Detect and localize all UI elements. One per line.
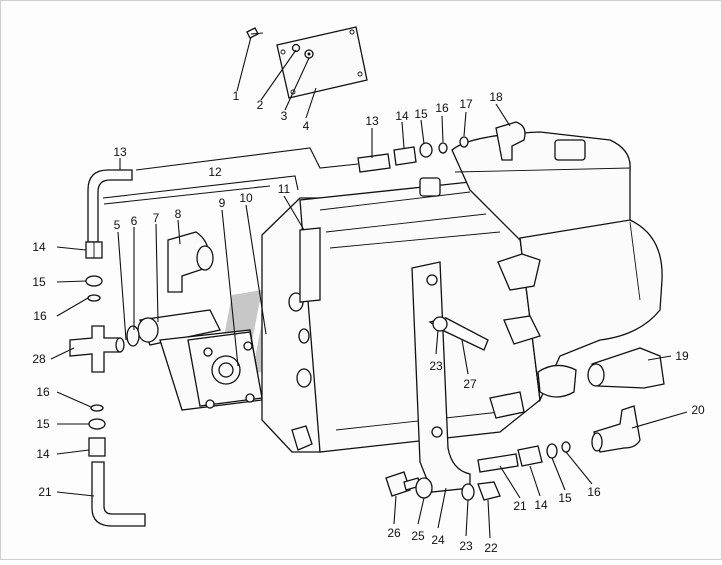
callout-14-lower: 14 bbox=[534, 498, 548, 512]
ferrule-15-bottom bbox=[88, 418, 106, 430]
elbow-20 bbox=[593, 405, 641, 453]
pin-1 bbox=[246, 27, 259, 39]
nut-14-lower bbox=[517, 445, 543, 467]
callout-18: 18 bbox=[489, 90, 503, 104]
callout-14-left-bottom: 14 bbox=[36, 447, 50, 461]
callout-labels: 1 2 3 4 5 6 7 8 9 10 11 12 13 13 14 14 1… bbox=[32, 89, 705, 555]
callout-5: 5 bbox=[114, 218, 121, 232]
ferrule-15-lower bbox=[546, 443, 558, 459]
callout-13-right: 13 bbox=[365, 114, 379, 128]
reservoir-cap bbox=[554, 139, 586, 161]
callout-1: 1 bbox=[233, 89, 240, 103]
callout-16-upper: 16 bbox=[435, 101, 449, 115]
callout-20: 20 bbox=[691, 403, 705, 417]
callout-16-left-top: 16 bbox=[33, 309, 47, 323]
bolt-26 bbox=[385, 471, 411, 497]
nut-22 bbox=[477, 481, 501, 501]
bracket-24 bbox=[411, 261, 489, 493]
reservoir-tank bbox=[451, 131, 631, 241]
callout-14-upper: 14 bbox=[395, 109, 409, 123]
tee-28 bbox=[69, 325, 121, 373]
callout-16-lower: 16 bbox=[587, 485, 601, 499]
callout-2: 2 bbox=[257, 98, 264, 112]
callout-15-upper: 15 bbox=[414, 107, 428, 121]
washer-16-bottom bbox=[90, 404, 104, 412]
pipe-13-right bbox=[357, 153, 391, 173]
callout-22: 22 bbox=[484, 541, 498, 555]
callout-14-left-top: 14 bbox=[32, 240, 46, 254]
callout-15-left-bottom: 15 bbox=[36, 417, 50, 431]
upper-pipe-fittings bbox=[357, 136, 469, 173]
callout-7: 7 bbox=[153, 211, 160, 225]
callout-21-left: 21 bbox=[38, 485, 52, 499]
callout-27: 27 bbox=[463, 377, 477, 391]
left-fittings bbox=[69, 241, 146, 527]
callout-17: 17 bbox=[459, 97, 473, 111]
reservoir bbox=[451, 121, 663, 419]
washer-16-lower bbox=[561, 441, 571, 453]
bolts-lower bbox=[385, 471, 501, 501]
callout-13-left: 13 bbox=[113, 145, 127, 159]
callout-8: 8 bbox=[175, 207, 182, 221]
callout-12: 12 bbox=[208, 165, 222, 179]
nut-14-upper bbox=[393, 146, 417, 166]
cover-plate bbox=[276, 26, 368, 99]
callout-23-bottom: 23 bbox=[459, 539, 473, 553]
callout-24: 24 bbox=[431, 533, 445, 547]
elbow-18 bbox=[495, 121, 526, 161]
callout-19: 19 bbox=[675, 349, 689, 363]
pipe-21-left bbox=[91, 461, 146, 527]
callout-15-left-top: 15 bbox=[32, 275, 46, 289]
washer-16-upper bbox=[438, 142, 448, 154]
callout-16-left-bottom: 16 bbox=[36, 385, 50, 399]
callout-9: 9 bbox=[219, 196, 226, 210]
lower-pipe-fittings bbox=[477, 441, 571, 473]
ferrule-15-top bbox=[85, 275, 103, 287]
washer-23b bbox=[461, 483, 475, 501]
right-fittings bbox=[587, 347, 665, 453]
cover-plate-assembly bbox=[246, 26, 368, 99]
leader-lines bbox=[50, 36, 688, 539]
filler-neck bbox=[419, 177, 441, 197]
washer-17 bbox=[459, 136, 469, 148]
washer-16-top bbox=[87, 294, 101, 302]
pipe-21-right bbox=[477, 453, 519, 473]
rivet-2 bbox=[291, 43, 301, 53]
pipe-13-left bbox=[87, 169, 133, 243]
callout-28: 28 bbox=[32, 352, 46, 366]
callout-21-right: 21 bbox=[513, 499, 527, 513]
callout-3: 3 bbox=[281, 109, 288, 123]
callout-26: 26 bbox=[387, 526, 401, 540]
callout-25: 25 bbox=[411, 529, 425, 543]
nut-14-bottom bbox=[88, 437, 106, 457]
ferrule-15-upper bbox=[419, 142, 433, 158]
ring-6 bbox=[126, 325, 140, 347]
callout-6: 6 bbox=[131, 214, 138, 228]
callout-11: 11 bbox=[278, 182, 291, 196]
callout-4: 4 bbox=[303, 119, 310, 133]
callout-23-top: 23 bbox=[429, 359, 443, 373]
callout-15-lower: 15 bbox=[558, 491, 572, 505]
callout-10: 10 bbox=[239, 191, 253, 205]
washer-25 bbox=[415, 477, 433, 499]
main-cylinder-right bbox=[519, 219, 663, 403]
